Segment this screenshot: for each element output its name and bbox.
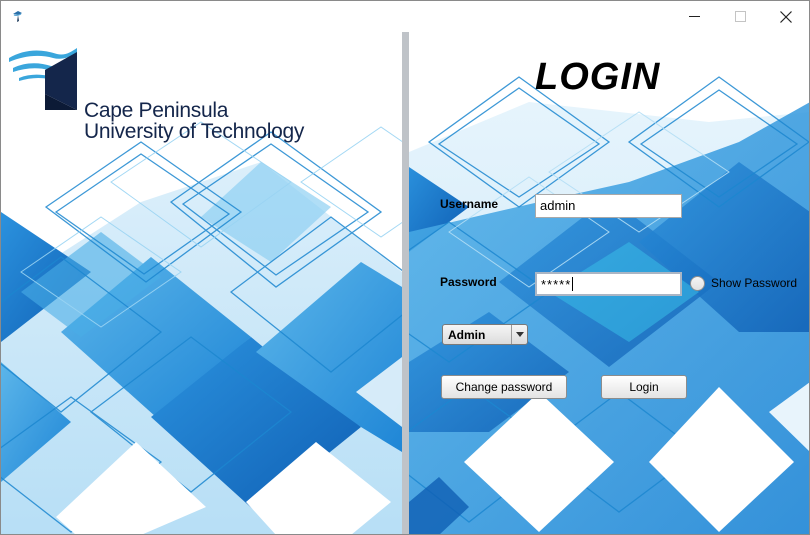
close-icon	[780, 10, 792, 23]
login-button[interactable]: Login	[601, 375, 687, 399]
java-app-icon	[13, 11, 22, 22]
login-panel: LOGIN Username admin Password ***** Show…	[409, 32, 809, 534]
show-password-label: Show Password	[711, 276, 798, 290]
show-password-toggle[interactable]: Show Password	[690, 274, 797, 292]
password-label: Password	[440, 275, 497, 289]
cput-logo-mark	[9, 48, 77, 110]
geometric-background-left	[1, 121, 402, 534]
title-bar	[1, 1, 809, 32]
login-title: LOGIN	[535, 56, 661, 98]
logo-text-line1: Cape Peninsula	[84, 99, 229, 122]
logo-text-line2: University of Technology	[84, 120, 305, 143]
username-label: Username	[440, 197, 499, 211]
text-caret	[572, 277, 574, 291]
username-input[interactable]: admin	[535, 194, 682, 218]
role-select-value: Admin	[448, 327, 486, 342]
minimize-button[interactable]	[671, 1, 717, 32]
role-select[interactable]: Admin	[442, 324, 528, 345]
show-password-radio[interactable]	[690, 275, 705, 291]
dropdown-arrow-button[interactable]	[511, 325, 527, 344]
minimize-icon	[688, 16, 700, 17]
password-input[interactable]: *****	[535, 272, 682, 296]
panel-divider	[402, 32, 409, 534]
chevron-down-icon	[515, 332, 524, 337]
maximize-button[interactable]	[717, 1, 763, 32]
geometric-background-right	[409, 76, 809, 534]
close-button[interactable]	[763, 1, 809, 32]
change-password-button[interactable]: Change password	[441, 375, 567, 399]
branding-panel: Cape Peninsula University of Technology	[1, 32, 402, 534]
password-value: *****	[541, 277, 572, 292]
username-value: admin	[540, 198, 576, 213]
university-logo: Cape Peninsula University of Technology	[9, 44, 309, 154]
maximize-icon	[734, 11, 746, 22]
